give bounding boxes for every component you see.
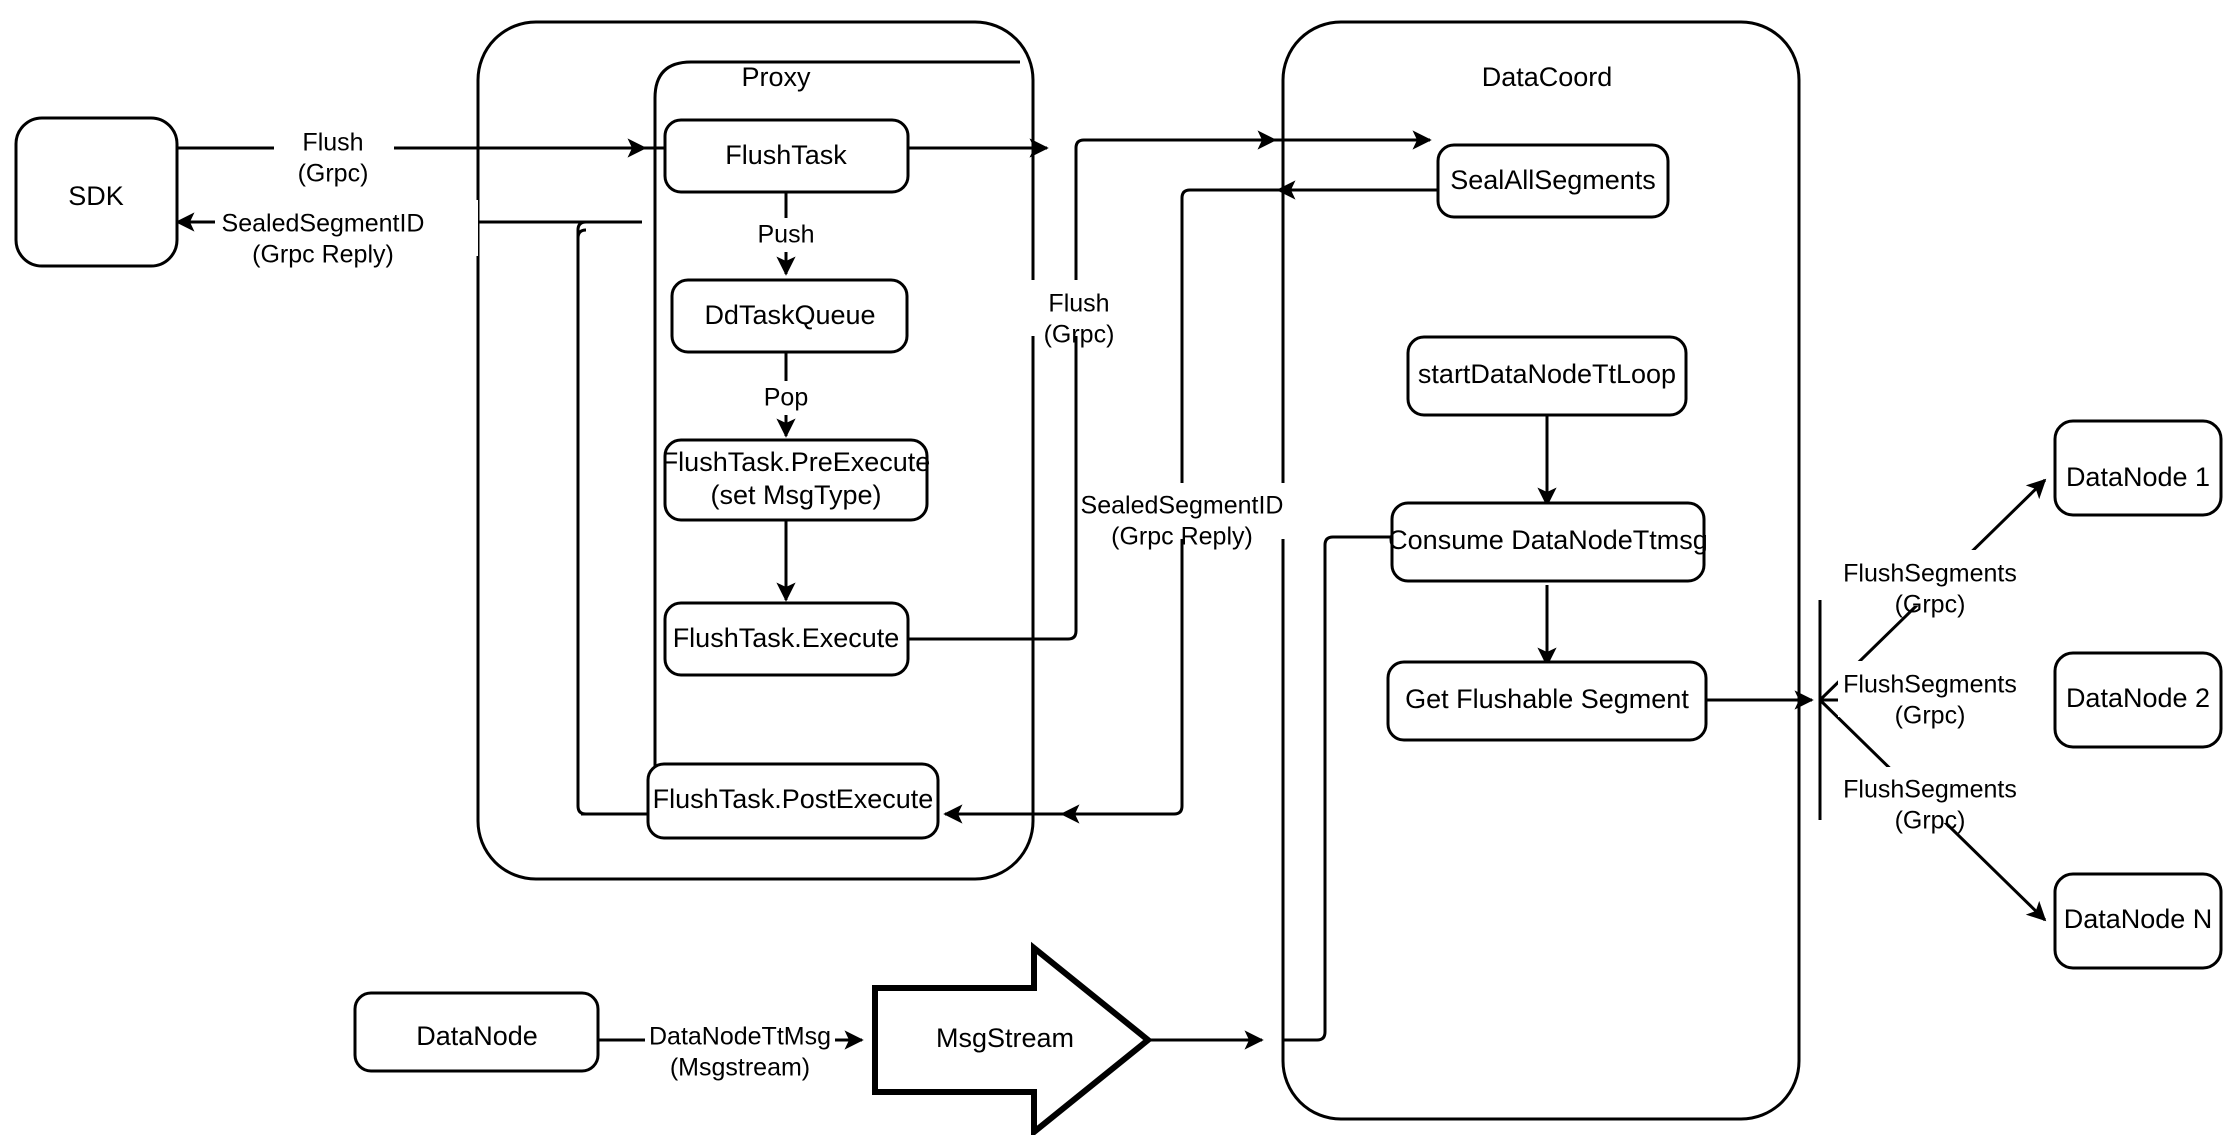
label-bg-fs1: [1838, 550, 2048, 606]
sealallsegments-box[interactable]: [1436, 143, 1670, 219]
edge-label-proxy-to-sdk: SealedSegmentID (Grpc Reply): [215, 200, 478, 269]
datacoord-container-rect: [1281, 20, 1801, 1121]
flushtask-label: FlushTask: [725, 140, 847, 170]
node-startdatanodettloop[interactable]: startDataNodeTtLoop: [1406, 335, 1688, 417]
postexecute-box[interactable]: [646, 762, 940, 840]
label-fs2-line2: (Grpc): [1895, 702, 1966, 730]
label-bg-sdk-flush: [274, 123, 394, 177]
execute-box[interactable]: [663, 601, 910, 677]
get-flushable-segment-box[interactable]: [1386, 660, 1708, 742]
edge-label-push: Push: [752, 218, 822, 252]
edge-postexecute-reply-corner: [576, 220, 642, 238]
node-datanode-n[interactable]: DataNode N: [2053, 872, 2223, 970]
label-bg-dc-reply: [1080, 483, 1286, 539]
preexecute-box[interactable]: [663, 438, 929, 522]
node-sealallsegments[interactable]: SealAllSegments: [1436, 143, 1670, 219]
node-flushtask-preexecute[interactable]: FlushTask.PreExecute (set MsgType): [662, 438, 931, 522]
edge-datacoord-ttmsg-route: [1283, 535, 1395, 1042]
edge-label-proxy-to-datacoord: Flush (Grpc): [1028, 280, 1146, 349]
execute-label: FlushTask.Execute: [673, 623, 900, 653]
ddtaskqueue-box[interactable]: [670, 278, 909, 354]
label-sdk-flush-line2: (Grpc): [298, 160, 369, 188]
label-bg-push: [752, 218, 822, 252]
container-proxy: Proxy: [476, 20, 1035, 881]
sdk-label: SDK: [68, 181, 124, 211]
node-ddtaskqueue[interactable]: DdTaskQueue: [670, 278, 909, 354]
label-sdk-reply-line1: SealedSegmentID: [222, 210, 425, 238]
msgstream-arrow-shape[interactable]: [872, 941, 1153, 1135]
startdatanodettloop-box[interactable]: [1406, 335, 1688, 417]
label-bg-ttmsg: [645, 1013, 835, 1069]
label-sdk-flush-line1: Flush: [302, 129, 363, 157]
label-sdk-reply-line2: (Grpc Reply): [252, 241, 394, 269]
consume-datanodettmsg-label: Consume DataNodeTtmsg: [1388, 525, 1708, 555]
node-flushtask-postexecute[interactable]: FlushTask.PostExecute: [646, 762, 940, 840]
sealallsegments-label: SealAllSegments: [1450, 165, 1656, 195]
datanoden-box[interactable]: [2053, 872, 2223, 970]
get-flushable-segment-label: Get Flushable Segment: [1405, 684, 1689, 714]
datanoden-label: DataNode N: [2064, 904, 2213, 934]
datanode1-label: DataNode 1: [2066, 462, 2210, 492]
label-bg-fsn: [1838, 767, 2048, 823]
sdk-box[interactable]: [14, 116, 179, 268]
datanode2-label: DataNode 2: [2066, 683, 2210, 713]
preexecute-label-line1: FlushTask.PreExecute: [662, 447, 931, 477]
label-fsn-line2: (Grpc): [1895, 807, 1966, 835]
edge-label-flushsegments-1: FlushSegments (Grpc): [1838, 550, 2048, 619]
postexecute-label: FlushTask.PostExecute: [653, 784, 934, 814]
node-flushtask-execute[interactable]: FlushTask.Execute: [663, 601, 910, 677]
label-bg-dc-flush: [1028, 280, 1146, 336]
edge-proxy-top-entry: [653, 60, 1020, 148]
label-fs1-line2: (Grpc): [1895, 591, 1966, 619]
edge-postexecute-to-sdkreply: [576, 228, 587, 816]
label-pop: Pop: [764, 384, 808, 412]
node-msgstream[interactable]: MsgStream: [872, 941, 1153, 1135]
label-fs1-line1: FlushSegments: [1843, 560, 2017, 588]
label-dc-reply-line2: (Grpc Reply): [1111, 523, 1253, 551]
label-bg-pop: [756, 381, 818, 415]
flushtask-box[interactable]: [663, 118, 910, 194]
edge-label-pop: Pop: [756, 381, 818, 415]
datanode-source-label: DataNode: [416, 1021, 538, 1051]
datacoord-container-label: DataCoord: [1482, 62, 1613, 92]
label-ttmsg-line2: (Msgstream): [670, 1054, 810, 1082]
consume-datanodettmsg-box[interactable]: [1390, 501, 1706, 583]
edge-execute-to-datacoord-flush: [908, 138, 1250, 641]
proxy-container-rect: [476, 20, 1035, 881]
label-dc-reply-line1: SealedSegmentID: [1081, 492, 1284, 520]
node-flushtask[interactable]: FlushTask: [663, 118, 910, 194]
label-push: Push: [758, 221, 815, 249]
preexecute-label-line2: (set MsgType): [710, 480, 881, 510]
node-datanode-2[interactable]: DataNode 2: [2053, 651, 2223, 749]
node-get-flushable-segment[interactable]: Get Flushable Segment: [1386, 660, 1708, 742]
startdatanodettloop-label: startDataNodeTtLoop: [1418, 359, 1676, 389]
edge-label-sdk-to-proxy: Flush (Grpc): [274, 123, 394, 188]
node-datanode-1[interactable]: DataNode 1: [2053, 419, 2223, 517]
proxy-container-label: Proxy: [741, 62, 811, 92]
datanode1-box[interactable]: [2053, 419, 2223, 517]
edge-label-datacoord-to-proxy: SealedSegmentID (Grpc Reply): [1080, 483, 1286, 551]
label-fsn-line1: FlushSegments: [1843, 776, 2017, 804]
label-ttmsg-line1: DataNodeTtMsg: [649, 1023, 831, 1051]
node-consume-datanodettmsg[interactable]: Consume DataNodeTtmsg: [1388, 501, 1708, 583]
node-sdk[interactable]: SDK: [14, 116, 179, 268]
label-bg-fs2: [1838, 661, 2048, 717]
edge-proxy-left-bus-bottom: [643, 148, 664, 816]
container-datacoord: DataCoord: [1281, 20, 1801, 1121]
edge-label-datanode-ttmsg: DataNodeTtMsg (Msgstream): [645, 1013, 835, 1082]
ddtaskqueue-label: DdTaskQueue: [704, 300, 875, 330]
label-bg-sdk-reply: [215, 200, 478, 256]
label-dc-flush-line1: Flush: [1048, 290, 1109, 318]
msgstream-label: MsgStream: [936, 1023, 1074, 1053]
label-dc-flush-line2: (Grpc): [1044, 321, 1115, 349]
edge-label-flushsegments-n: FlushSegments (Grpc): [1838, 767, 2048, 835]
datanode-source-box[interactable]: [353, 991, 600, 1073]
edge-label-flushsegments-2: FlushSegments (Grpc): [1838, 661, 2048, 730]
label-fs2-line1: FlushSegments: [1843, 671, 2017, 699]
node-datanode-source[interactable]: DataNode: [353, 991, 600, 1073]
datanode2-box[interactable]: [2053, 651, 2223, 749]
